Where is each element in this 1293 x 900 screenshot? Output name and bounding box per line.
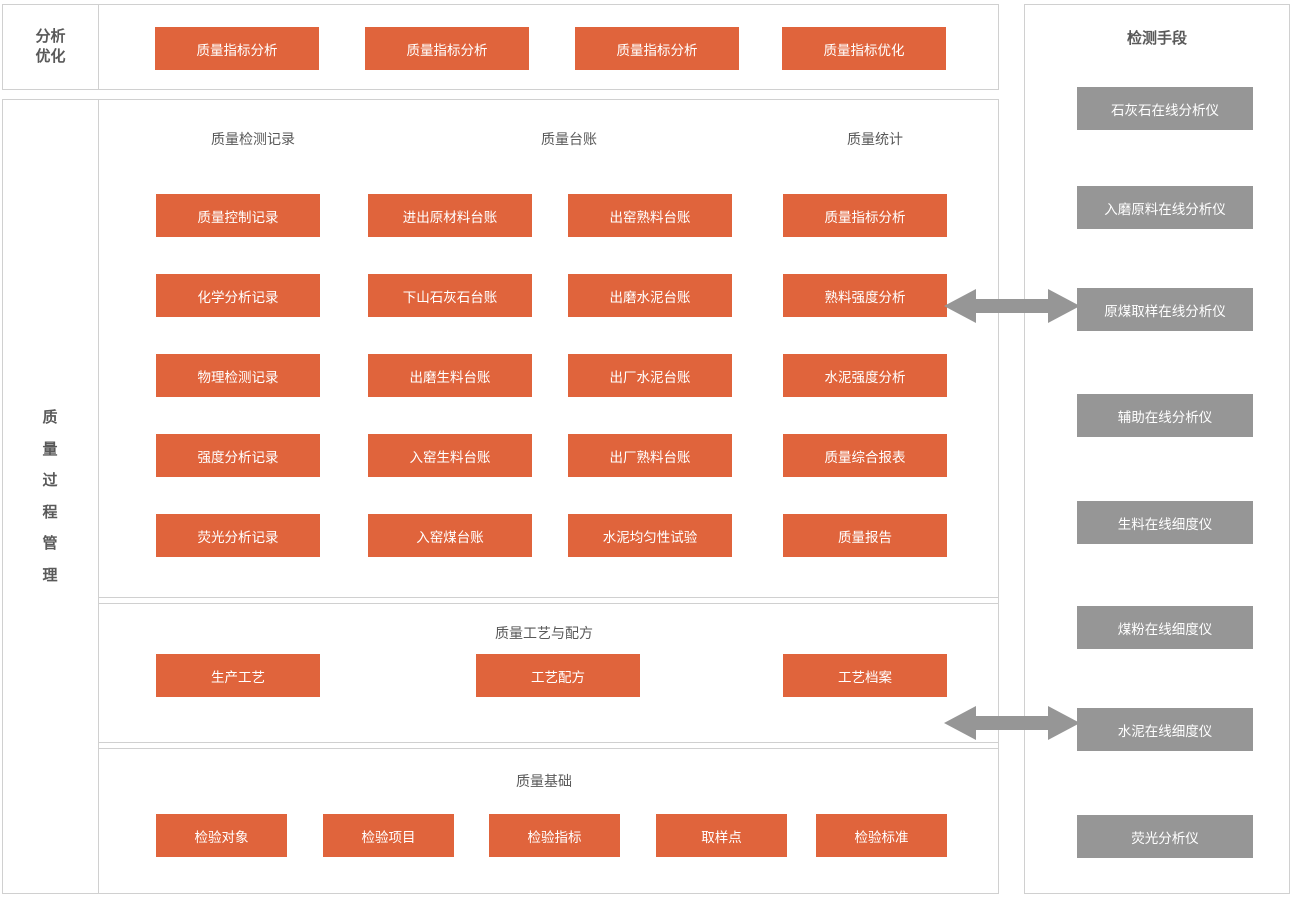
box-quality-index-optimization[interactable]: 质量指标优化 [782, 27, 946, 70]
box-cement-strength-analysis[interactable]: 水泥强度分析 [783, 354, 947, 397]
box-quality-comprehensive-report[interactable]: 质量综合报表 [783, 434, 947, 477]
box-limestone-online-analyzer[interactable]: 石灰石在线分析仪 [1077, 87, 1253, 130]
analysis-optimization-panel: 分析 优化 质量指标分析 质量指标分析 质量指标分析 质量指标优化 [2, 4, 999, 90]
quality-process-management-label-char-3: 程 [42, 503, 59, 521]
box-raw-material-inout-ledger[interactable]: 进出原材料台账 [368, 194, 532, 237]
box-inspection-object[interactable]: 检验对象 [156, 814, 287, 857]
box-inspection-item[interactable]: 检验项目 [323, 814, 454, 857]
box-cement-uniformity-test[interactable]: 水泥均匀性试验 [568, 514, 732, 557]
box-quality-index-analysis-3[interactable]: 质量指标分析 [575, 27, 739, 70]
analysis-optimization-label-line2: 优化 [35, 48, 66, 65]
box-quality-control-record[interactable]: 质量控制记录 [156, 194, 320, 237]
box-physical-inspection-record[interactable]: 物理检测记录 [156, 354, 320, 397]
box-rawmeal-online-fineness-meter[interactable]: 生料在线细度仪 [1077, 501, 1253, 544]
quality-process-management-label-char-1: 量 [42, 440, 59, 458]
box-chemical-analysis-record[interactable]: 化学分析记录 [156, 274, 320, 317]
divider-basis-top [99, 742, 998, 743]
analysis-optimization-label: 分析 优化 [3, 5, 99, 89]
divider-process-top [99, 597, 998, 598]
column-title-quality-ledger: 质量台账 [541, 131, 597, 147]
quality-process-management-label-char-4: 管 [42, 535, 59, 552]
section-title-quality-basis: 质量基础 [516, 773, 572, 789]
box-shipped-cement-ledger[interactable]: 出厂水泥台账 [568, 354, 732, 397]
box-quality-report[interactable]: 质量报告 [783, 514, 947, 557]
box-downhill-limestone-ledger[interactable]: 下山石灰石台账 [368, 274, 532, 317]
box-process-formula[interactable]: 工艺配方 [476, 654, 640, 697]
box-shipped-clinker-ledger[interactable]: 出厂熟料台账 [568, 434, 732, 477]
box-mill-feed-online-analyzer[interactable]: 入磨原料在线分析仪 [1077, 186, 1253, 229]
box-cement-online-fineness-meter[interactable]: 水泥在线细度仪 [1077, 708, 1253, 751]
divider-basis-bottom [99, 748, 998, 749]
box-strength-analysis-record[interactable]: 强度分析记录 [156, 434, 320, 477]
column-title-quality-statistics: 质量统计 [847, 131, 903, 147]
box-mill-output-rawmeal-ledger[interactable]: 出磨生料台账 [368, 354, 532, 397]
box-auxiliary-online-analyzer[interactable]: 辅助在线分析仪 [1077, 394, 1253, 437]
box-inspection-standard[interactable]: 检验标准 [816, 814, 947, 857]
analysis-optimization-label-line1: 分析 [35, 27, 66, 45]
divider-process-bottom [99, 603, 998, 604]
box-clinker-strength-analysis[interactable]: 熟料强度分析 [783, 274, 947, 317]
quality-process-management-label: 质 量 过 程 管 理 [3, 100, 99, 893]
box-production-process[interactable]: 生产工艺 [156, 654, 320, 697]
box-sampling-point[interactable]: 取样点 [656, 814, 787, 857]
box-mill-output-cement-ledger[interactable]: 出磨水泥台账 [568, 274, 732, 317]
box-raw-coal-sampling-analyzer[interactable]: 原煤取样在线分析仪 [1077, 288, 1253, 331]
box-kiln-output-clinker-ledger[interactable]: 出窑熟料台账 [568, 194, 732, 237]
box-fluorescence-analysis-record[interactable]: 荧光分析记录 [156, 514, 320, 557]
quality-process-management-body: 质量检测记录 质量台账 质量统计 质量控制记录 化学分析记录 物理检测记录 强度… [99, 100, 998, 893]
box-quality-index-analysis-1[interactable]: 质量指标分析 [155, 27, 319, 70]
box-kiln-coal-ledger[interactable]: 入窑煤台账 [368, 514, 532, 557]
section-title-quality-process-formula: 质量工艺与配方 [495, 625, 593, 641]
quality-process-management-panel: 质 量 过 程 管 理 质量检测记录 质量台账 质量统计 质量控制记录 化学分析… [2, 99, 999, 894]
box-fluorescence-analyzer[interactable]: 荧光分析仪 [1077, 815, 1253, 858]
quality-process-management-label-char-0: 质 [42, 409, 59, 426]
box-coal-powder-online-fineness-meter[interactable]: 煤粉在线细度仪 [1077, 606, 1253, 649]
detection-methods-title: 检测手段 [1126, 30, 1187, 47]
box-kiln-feed-rawmeal-ledger[interactable]: 入窑生料台账 [368, 434, 532, 477]
box-inspection-index[interactable]: 检验指标 [489, 814, 620, 857]
quality-process-management-label-char-2: 过 [42, 472, 59, 489]
analysis-optimization-box-row: 质量指标分析 质量指标分析 质量指标分析 质量指标优化 [99, 5, 998, 89]
column-title-quality-inspection-records: 质量检测记录 [211, 131, 295, 147]
detection-methods-panel: 检测手段 石灰石在线分析仪 入磨原料在线分析仪 原煤取样在线分析仪 辅助在线分析… [1024, 4, 1290, 894]
quality-process-management-label-char-5: 理 [42, 566, 59, 584]
box-quality-index-analysis-2[interactable]: 质量指标分析 [365, 27, 529, 70]
box-quality-index-analysis-stat[interactable]: 质量指标分析 [783, 194, 947, 237]
box-process-archive[interactable]: 工艺档案 [783, 654, 947, 697]
